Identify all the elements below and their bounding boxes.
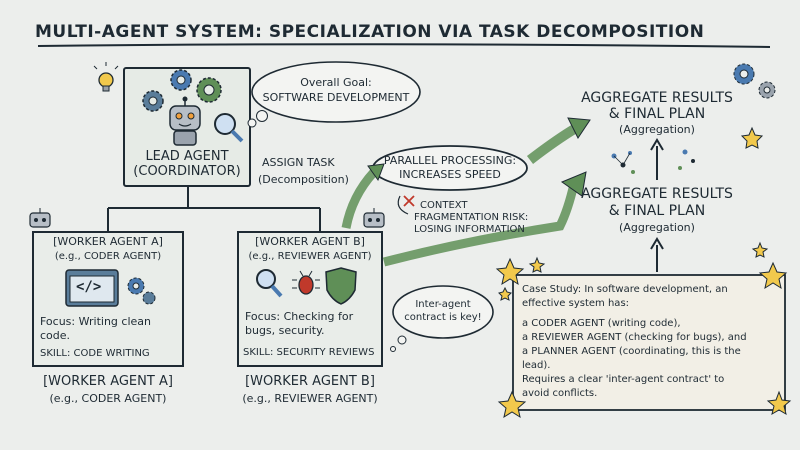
arrow-up-case-study [650, 237, 664, 272]
worker-b-focus-line1: Focus: Checking for [245, 310, 354, 323]
worker-a-below-example: (e.g., CODER AGENT) [49, 392, 167, 405]
aggregate-mid-line2: & FINAL PLAN [608, 203, 706, 219]
assign-task-sublabel: (Decomposition) [258, 173, 349, 186]
worker-b-box [237, 231, 383, 367]
aggregate-top-line3: (Aggregation) [619, 123, 695, 136]
star-icon [497, 390, 527, 419]
magnifier-icon [256, 269, 283, 298]
title-underline [37, 43, 771, 48]
robot-icon [363, 208, 385, 228]
star-icon [498, 286, 512, 301]
lead-agent-subtitle: (COORDINATOR) [133, 164, 241, 179]
case-study-line: effective system has: [522, 298, 630, 309]
arrow-worker-b-to-aggregate [382, 171, 587, 267]
parallel-processing-label: PARALLEL PROCESSING: [383, 154, 517, 167]
worker-a-focus-line1: Focus: Writing clean [40, 315, 151, 328]
gear-icon [142, 291, 156, 305]
aggregate-mid-line3: (Aggregation) [619, 221, 695, 234]
worker-b-skill: SKILL: SECURITY REVIEWS [243, 347, 375, 358]
gear-icon [127, 277, 145, 295]
case-study-line: avoid conflicts. [522, 388, 598, 399]
worker-b-focus-line2: bugs, security. [245, 324, 325, 337]
case-study-line: a CODER AGENT (writing code), [522, 318, 681, 329]
arrow-parallel-to-aggregate [526, 117, 591, 164]
risk-line3: LOSING INFORMATION [414, 224, 525, 235]
aggregate-top-line2: & FINAL PLAN [608, 106, 706, 122]
worker-a-skill: SKILL: CODE WRITING [40, 348, 150, 359]
aggregate-mid-line1: AGGREGATE RESULTS [581, 186, 733, 202]
contract-bubble-line2: contract is key! [404, 312, 482, 323]
case-study-line: Requires a clear 'inter-agent contract' … [522, 374, 725, 385]
goal-bubble [251, 61, 421, 123]
gear-icon [170, 69, 192, 91]
code-symbol: </> [76, 279, 102, 295]
fragmentation-cross [403, 195, 415, 207]
gear-icon [142, 90, 164, 112]
worker-b-below-example: (e.g., REVIEWER AGENT) [242, 392, 378, 405]
case-study-box [512, 274, 786, 411]
decomposition-connector [107, 187, 321, 232]
lead-agent-title: LEAD AGENT [145, 149, 229, 164]
worker-a-example: (e.g., CODER AGENT) [54, 251, 162, 262]
case-study-line: a REVIEWER AGENT (checking for bugs), an… [522, 332, 747, 343]
case-study-line: a PLANNER AGENT (coordinating, this is t… [522, 346, 741, 357]
star-icon [758, 261, 788, 290]
contract-bubble-line1: Inter-agent [415, 299, 471, 310]
star-icon [766, 390, 792, 416]
goal-bubble-line1: Overall Goal: [300, 76, 372, 89]
bug-icon [292, 270, 320, 295]
arrow-worker-b-to-parallel [341, 163, 385, 229]
star-icon [751, 241, 769, 258]
worker-a-title: [WORKER AGENT A] [53, 235, 163, 248]
worker-b-below-title: [WORKER AGENT B] [245, 374, 375, 389]
worker-a-focus-line2: code. [40, 329, 71, 342]
star-icon [740, 126, 764, 149]
robot-icon [29, 208, 51, 228]
parallel-processing-sublabel: INCREASES SPEED [399, 168, 501, 181]
risk-line2: FRAGMENTATION RISK: [414, 212, 529, 223]
contract-bubble [392, 285, 494, 339]
magnifier-icon [214, 113, 244, 143]
risk-line1: CONTEXT [420, 200, 468, 211]
gear-icon [758, 81, 776, 99]
data-cluster-icon [611, 149, 695, 174]
worker-b-example: (e.g., REVIEWER AGENT) [248, 251, 372, 262]
goal-bubble-line2: SOFTWARE DEVELOPMENT [262, 91, 410, 104]
star-icon [528, 256, 546, 273]
code-icon [65, 269, 119, 307]
case-study-line: lead). [522, 360, 551, 371]
robot-icon [169, 96, 201, 146]
gear-icon [733, 63, 755, 85]
worker-b-title: [WORKER AGENT B] [255, 235, 365, 248]
arrow-up-aggregation [650, 138, 664, 180]
star-icon [495, 257, 525, 286]
gear-icon [196, 77, 222, 103]
worker-a-below-title: [WORKER AGENT A] [43, 374, 173, 389]
lightbulb-icon [93, 62, 119, 92]
case-study-line: Case Study: In software development, an [522, 284, 728, 295]
assign-task-label: ASSIGN TASK [262, 156, 335, 169]
shield-icon [325, 267, 357, 305]
page-title: MULTI-AGENT SYSTEM: SPECIALIZATION VIA T… [35, 22, 705, 42]
aggregate-top-line1: AGGREGATE RESULTS [581, 90, 733, 106]
